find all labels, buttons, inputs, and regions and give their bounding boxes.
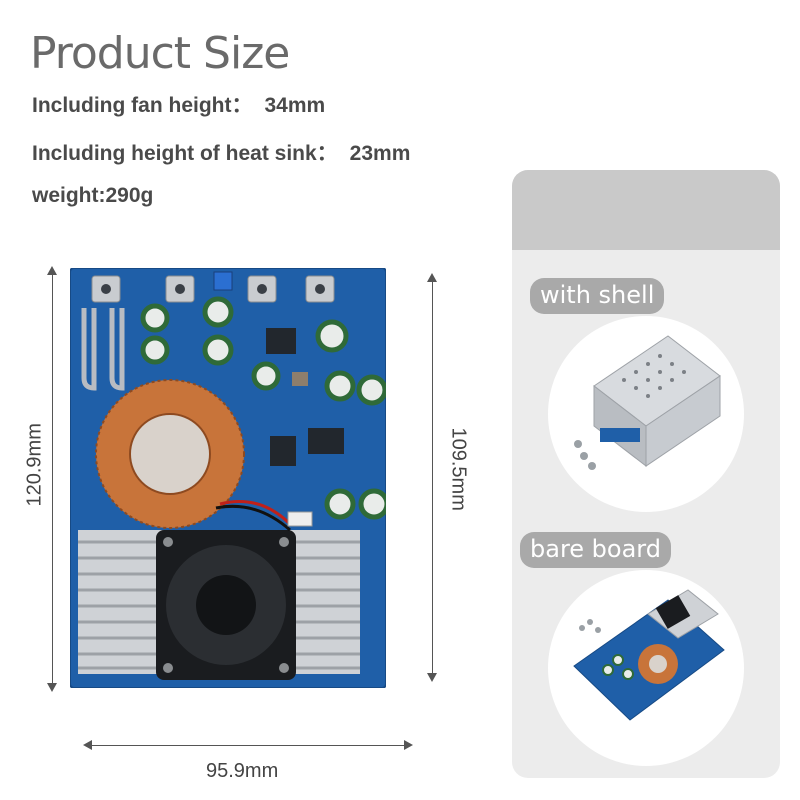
variant-tag-with-shell: with shell	[530, 278, 665, 314]
arrow-right-icon	[404, 740, 413, 750]
spec-weight: weight:290g	[32, 184, 153, 208]
spec-fan-height-value: 34mm	[264, 94, 326, 117]
arrow-down-icon	[47, 683, 57, 692]
variant-tag-bare-board: bare board	[520, 532, 671, 568]
page-title: Product Size	[30, 28, 290, 79]
height-dimension-label: 120.9mm	[23, 423, 46, 507]
arrow-left-icon	[83, 740, 92, 750]
width-dimension-line	[83, 740, 413, 750]
resistors	[81, 308, 125, 391]
variant-image-bare-board	[548, 570, 744, 766]
panel-header-band	[512, 170, 780, 250]
height-dimension-line	[47, 266, 57, 692]
spec-fan-height-label: Including fan height：	[32, 94, 253, 117]
terminal-blocks	[91, 275, 335, 303]
inner-height-dimension-label: 109.5mm	[447, 427, 470, 511]
potentiometer	[213, 271, 233, 291]
bare-board-image	[573, 589, 725, 721]
shell-enclosure-image	[574, 335, 721, 470]
spec-heatsink-height-value: 23mm	[349, 142, 411, 165]
ic-chips	[266, 328, 344, 466]
spec-heatsink-height: Including height of heat sink： 23mm	[32, 137, 410, 167]
arrow-down-icon	[427, 673, 437, 682]
toroid-inductor	[95, 379, 245, 529]
spec-weight-label: weight:290g	[32, 184, 154, 207]
capacitors	[140, 296, 386, 520]
arrow-up-icon	[47, 266, 57, 275]
variants-panel: with shell bare board	[512, 170, 780, 778]
variant-image-with-shell	[548, 316, 744, 512]
arrow-up-icon	[427, 273, 437, 282]
cooling-fan	[156, 530, 296, 680]
width-dimension-label: 95.9mm	[206, 760, 279, 782]
spec-fan-height: Including fan height： 34mm	[32, 89, 325, 119]
product-board-image	[70, 268, 386, 688]
inner-height-dimension-line	[427, 273, 437, 682]
spec-heatsink-height-label: Including height of heat sink：	[32, 142, 338, 165]
